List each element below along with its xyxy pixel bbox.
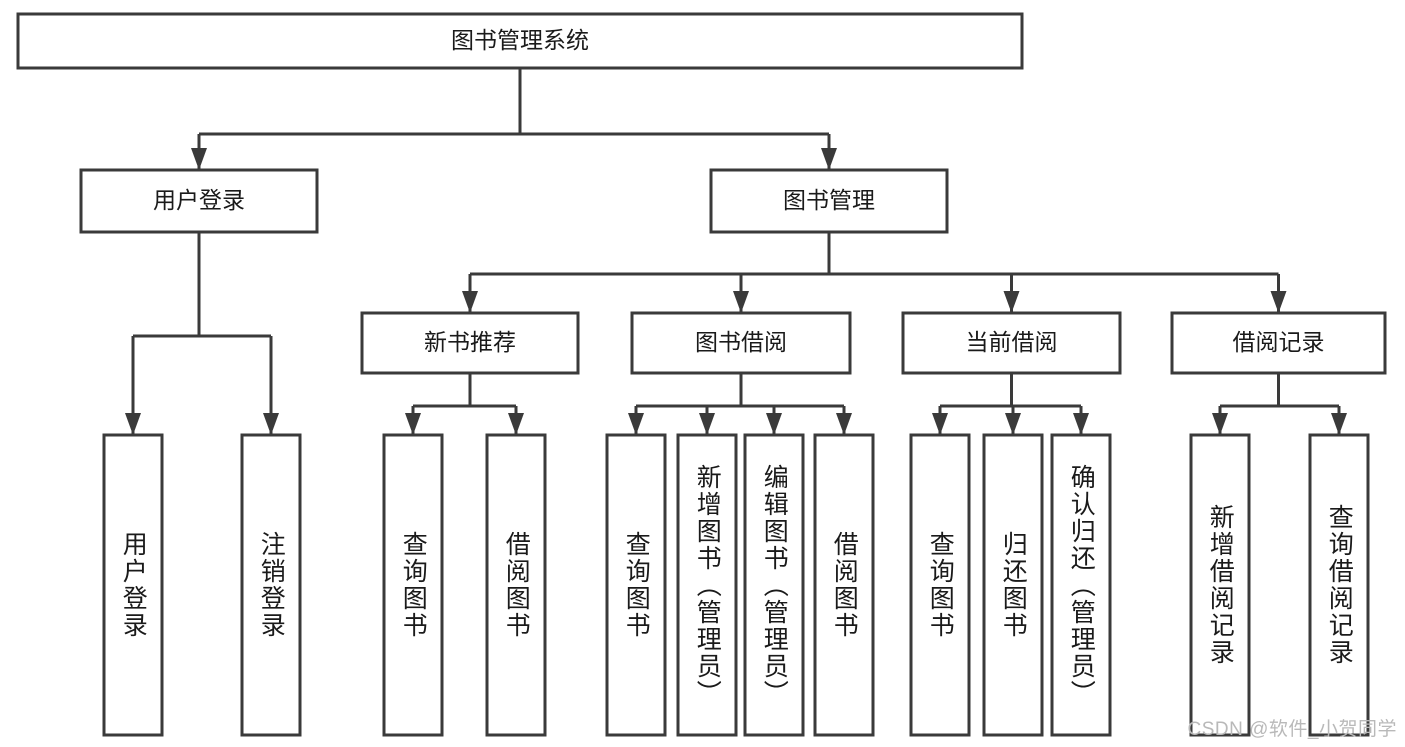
boxes-layer [16,12,1387,737]
node-box-borrow-record[interactable] [1170,311,1387,375]
csdn-watermark: CSDN @软件_小贺同学 [1187,719,1397,740]
leaf-box-leaf-borrow-book-2[interactable] [813,433,875,737]
arrow-head-icon [1005,413,1021,435]
leaf-box-leaf-query-book-1[interactable] [382,433,444,737]
arrow-head-icon [766,413,782,435]
node-label-borrow-record: 借阅记录 [1233,329,1325,355]
node-box-user-login[interactable] [79,168,319,234]
arrow-head-icon [1270,291,1287,313]
node-box-current-borrow[interactable] [901,311,1122,375]
node-label-book-manage: 图书管理 [783,187,875,213]
node-label-book-borrow: 图书借阅 [695,329,787,355]
node-box-book-manage[interactable] [709,168,949,234]
arrow-head-icon [1331,413,1347,435]
arrow-head-icon [836,413,852,435]
arrow-head-icon [263,413,279,435]
leaf-box-leaf-add-record[interactable] [1189,433,1251,737]
node-box-book-borrow[interactable] [630,311,852,375]
leaf-box-leaf-add-book[interactable] [676,433,738,737]
leaf-box-leaf-query-book-3[interactable] [909,433,971,737]
leaf-box-leaf-return-book[interactable] [982,433,1044,737]
arrow-head-icon [125,413,141,435]
leaf-box-leaf-query-record[interactable] [1308,433,1370,737]
leaf-box-leaf-borrow-book-1[interactable] [485,433,547,737]
arrow-head-icon [1073,413,1089,435]
node-label-user-login: 用户登录 [153,187,245,213]
leaf-box-leaf-query-book-2[interactable] [605,433,667,737]
arrow-head-icon [733,291,749,313]
arrow-head-icon [699,413,715,435]
leaf-box-leaf-user-login[interactable] [102,433,164,737]
arrow-head-icon [1003,291,1020,313]
arrow-head-icon [1212,413,1228,435]
leaf-box-leaf-logout[interactable] [240,433,302,737]
node-label-root: 图书管理系统 [451,27,589,53]
node-box-new-book-rec[interactable] [360,311,580,375]
arrow-head-icon [462,291,478,313]
arrow-head-icon [191,148,207,170]
arrow-head-icon [932,413,948,435]
node-box-root[interactable] [16,12,1024,70]
edges-layer [125,68,1347,435]
arrow-head-icon [628,413,644,435]
arrow-head-icon [508,413,524,435]
node-label-current-borrow: 当前借阅 [966,329,1058,355]
node-label-new-book-rec: 新书推荐 [424,329,516,355]
arrow-head-icon [405,413,421,435]
leaf-box-leaf-edit-book[interactable] [743,433,805,737]
leaf-box-leaf-confirm-return[interactable] [1050,433,1112,737]
arrow-head-icon [821,148,837,170]
